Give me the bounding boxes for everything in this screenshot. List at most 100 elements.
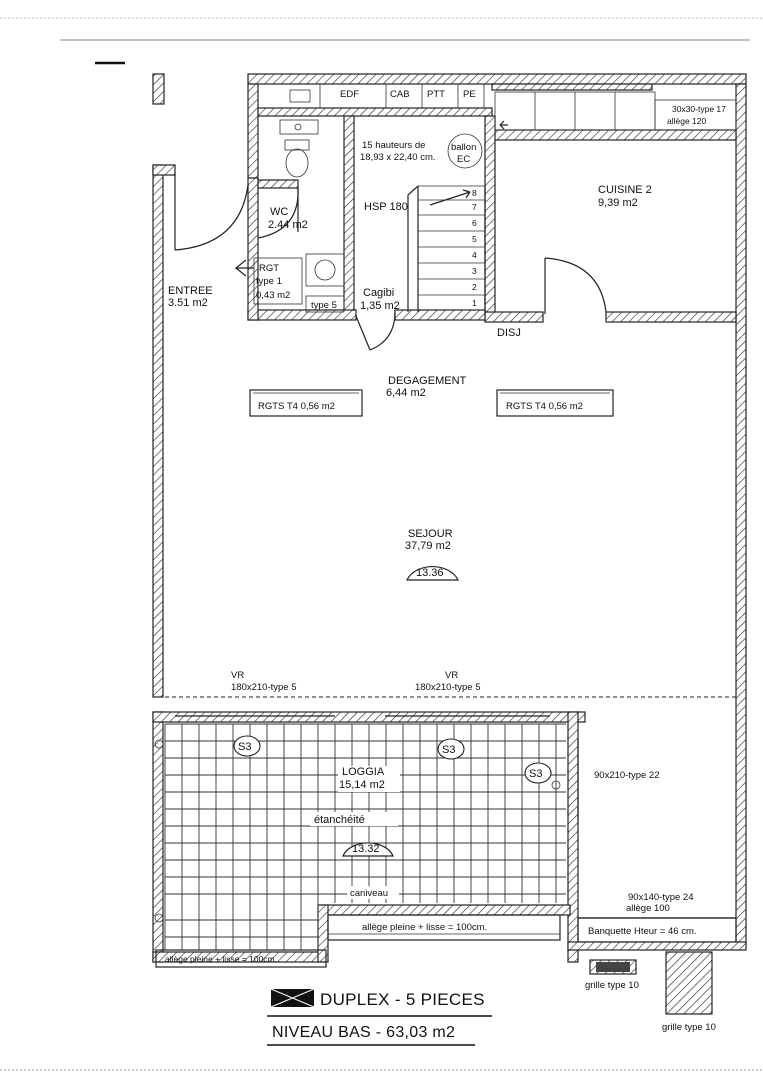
- entree-name: ENTREE: [168, 285, 213, 297]
- toilet-icon: [284, 89, 311, 178]
- svg-text:S3: S3: [238, 741, 251, 753]
- cagibi-area: 1,35 m2: [360, 300, 400, 312]
- loggia-note: étanchéité: [314, 814, 365, 826]
- wall-meters-bottom: [257, 107, 493, 117]
- rgt-arrow-icon: [234, 259, 254, 277]
- loggia-name: LOGGIA: [342, 766, 385, 778]
- wall-cuisine-left: [484, 115, 496, 321]
- meter-cab: CAB: [390, 89, 410, 100]
- rgt-area: 0,43 m2: [256, 290, 290, 301]
- door-cagibi: [369, 311, 396, 351]
- vr-left-size: 180x210-type 5: [231, 682, 297, 693]
- svg-text:S3: S3: [529, 768, 542, 780]
- cuisine-area: 9,39 m2: [598, 197, 638, 209]
- balustrade-main: [327, 914, 561, 941]
- balustrade-left: [155, 949, 327, 968]
- s3-marker-1: S3: [233, 735, 261, 757]
- ballon-ec: EC: [457, 154, 470, 165]
- loggia-tiles: [164, 723, 566, 950]
- wall-wc-right: [343, 115, 355, 317]
- stair-step-2: 2: [472, 282, 477, 292]
- wall-top-left-stub: [247, 83, 259, 179]
- s3-marker-3: S3: [524, 762, 552, 784]
- loggia-level-value: 13.32: [352, 843, 380, 855]
- banquette-label: Banquette Hteur = 46 cm.: [588, 926, 697, 937]
- window-right-allege: allège 100: [626, 903, 670, 914]
- window-top-right-size: 30x30-type 17: [672, 104, 726, 114]
- stair-step-4: 4: [472, 250, 477, 260]
- window-right-label: 90x140-type 24: [628, 892, 694, 903]
- grille-left-label: grille type 10: [585, 980, 639, 991]
- drain-icon: [154, 739, 561, 923]
- wc-name: WC: [270, 206, 288, 218]
- stair-step-3: 3: [472, 266, 477, 276]
- wall-loggia-right: [567, 711, 579, 963]
- loggia-area: 15,14 m2: [339, 779, 385, 791]
- sejour-name: SEJOUR: [408, 528, 453, 540]
- rgt-name: RGT: [259, 263, 279, 274]
- title-sub: NIVEAU BAS - 63,03 m2: [272, 1024, 455, 1041]
- stair-step-5: 5: [472, 234, 477, 244]
- title-main: DUPLEX - 5 PIECES: [320, 990, 485, 1009]
- ballon-label: ballon: [451, 142, 476, 153]
- vr-left-label: VR: [231, 670, 244, 681]
- window-top-right: [654, 99, 737, 131]
- cuisine-name: CUISINE 2: [598, 184, 652, 196]
- door-cagibi-leaf: [355, 315, 371, 351]
- stair-step-6: 6: [472, 218, 477, 228]
- loggia-level-tag: [342, 842, 394, 857]
- door-cuisine: [544, 257, 607, 313]
- loggia-caniveau: caniveau: [350, 888, 388, 899]
- stair-step-7: 7: [472, 202, 477, 212]
- wall-cuisine-bottom-left: [484, 311, 544, 323]
- staircase: [407, 185, 486, 312]
- rgt-type: type 1: [256, 276, 282, 287]
- crossed-box-icon: [270, 988, 315, 1008]
- wall-loggia-left: [152, 711, 164, 963]
- stairs-heights: 15 hauteurs de: [362, 140, 425, 151]
- wall-entree-right: [247, 177, 259, 321]
- kitchen-cabinets: [494, 91, 656, 131]
- sejour-area: 37,79 m2: [405, 540, 451, 552]
- wall-top: [247, 73, 747, 85]
- meter-row: EDF CAB PTT PE: [319, 84, 485, 108]
- door-entree: [174, 184, 249, 251]
- type5-label: type 5: [311, 300, 337, 311]
- wall-left-marker: [152, 73, 165, 105]
- rgts-right-box: [496, 389, 614, 417]
- wall-right: [735, 83, 747, 945]
- meter-ptt: PTT: [427, 89, 445, 100]
- loggia-labels: LOGGIA 15,14 m2 étanchéité 13.32 canivea…: [310, 766, 400, 899]
- rgts-right-label: RGTS T4 0,56 m2: [506, 401, 583, 412]
- wall-service-bottom: [247, 309, 357, 321]
- entree-area: 3.51 m2: [168, 297, 208, 309]
- rgt-box: [253, 257, 303, 305]
- allege-main: allège pleine + lisse = 100cm.: [362, 922, 487, 933]
- allege-left: allège pleine + lisse = 100cm.: [165, 954, 277, 964]
- wall-loggia-bottom: [319, 904, 571, 916]
- meter-pe: PE: [463, 89, 476, 100]
- disj-label: DISJ: [497, 327, 521, 339]
- grille-right-label: grille type 10: [662, 1022, 716, 1033]
- door-right-label: 90x210-type 22: [594, 770, 660, 781]
- bench-base: [567, 941, 747, 951]
- stairs-dims: 18,93 x 22,40 cm.: [360, 152, 436, 163]
- grille-right: [665, 951, 713, 1015]
- svg-text:S3: S3: [442, 744, 455, 756]
- stair-step-1: 1: [472, 298, 477, 308]
- wall-left: [152, 164, 164, 698]
- wall-loggia-top: [152, 711, 586, 723]
- stair-step-8: 8: [472, 188, 477, 198]
- meter-edf: EDF: [340, 89, 359, 100]
- window-top-right-allege: allège 120: [667, 116, 707, 126]
- sejour-level-value: 13.36: [416, 567, 444, 579]
- wc-area: 2.44 m2: [268, 219, 308, 231]
- degagement-area: 6,44 m2: [386, 387, 426, 399]
- vr-right-label: VR: [445, 670, 458, 681]
- rgts-left-label: RGTS T4 0,56 m2: [258, 401, 335, 412]
- s3-marker-2: S3: [437, 738, 465, 760]
- sejour-level-tag: [406, 565, 459, 581]
- wall-wc-inner: [257, 179, 299, 189]
- vr-right-size: 180x210-type 5: [415, 682, 481, 693]
